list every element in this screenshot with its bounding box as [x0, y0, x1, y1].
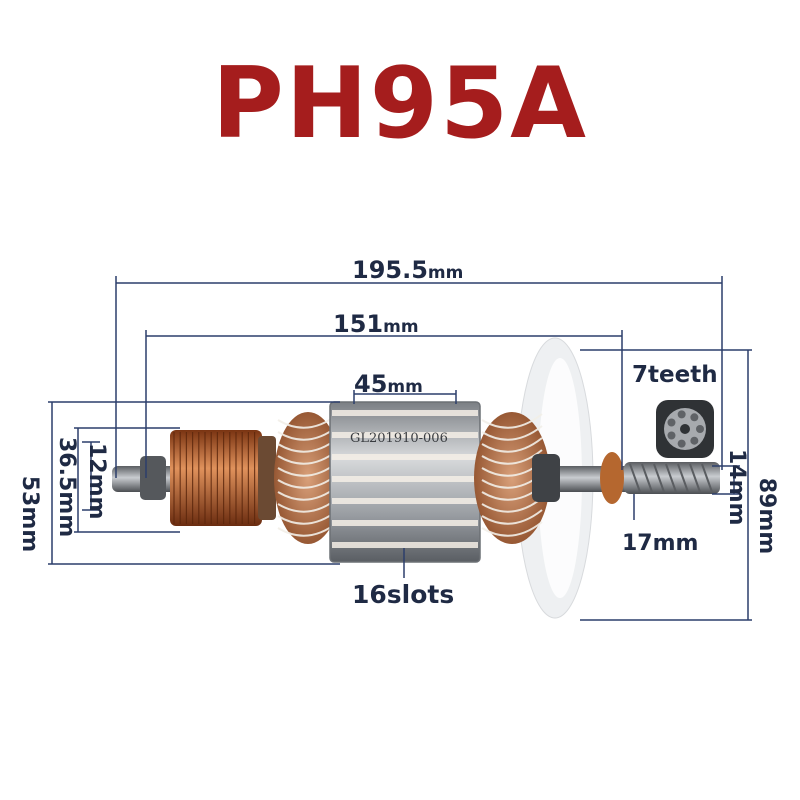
gear-diameter-label: 14mm: [724, 449, 749, 526]
shaft-length-label: 151mm: [333, 310, 419, 338]
gear-length-label: 17mm: [622, 531, 699, 556]
winding-left: [274, 412, 342, 544]
overall-length-label: 195.5mm: [352, 256, 464, 284]
core-diameter-label: 53mm: [17, 475, 42, 553]
stamp-text: GL201910-006: [350, 431, 448, 446]
commutator-diameter-label: 36.5mm: [54, 437, 79, 538]
fan-diameter-label: 89mm: [754, 477, 779, 555]
bearing-left: [140, 456, 166, 500]
core: [329, 401, 481, 563]
teeth-label: 7teeth: [632, 362, 718, 388]
model-title: PH95A: [211, 47, 589, 161]
core-length-label: 45mm: [354, 370, 423, 398]
shaft-diameter-label: 12mm: [84, 443, 109, 520]
slots-label: 16slots: [352, 580, 455, 609]
gear-end-view-icon: [656, 400, 714, 458]
bearing-right: [600, 452, 624, 504]
commutator: [170, 430, 276, 526]
